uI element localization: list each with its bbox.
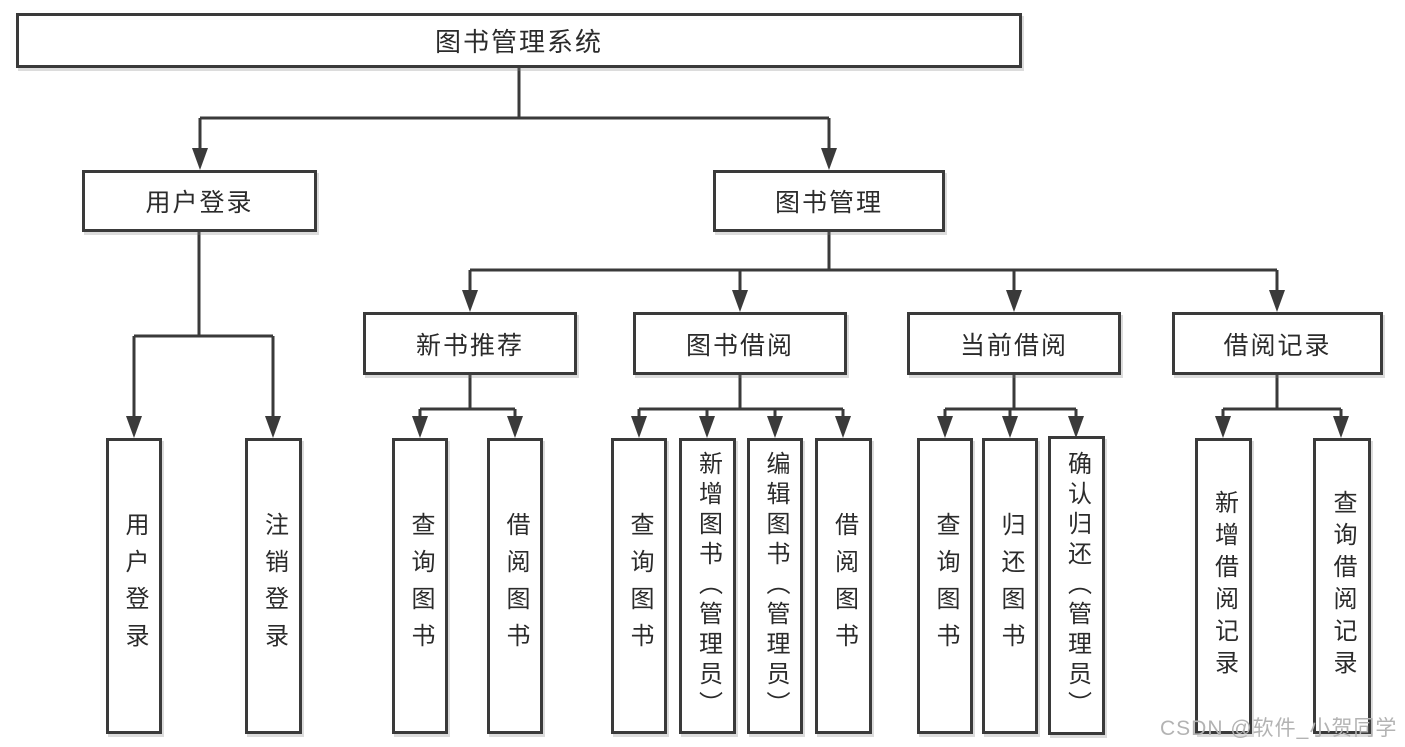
node-library-system: 图书管理系统 — [16, 13, 1022, 68]
leaf-add-borrow-record: 新增借阅记录 — [1195, 438, 1252, 734]
leaf-query-borrow-record: 查询借阅记录 — [1313, 438, 1371, 734]
leaf-user-login: 用户登录 — [106, 438, 162, 734]
node-book-borrowing: 图书借阅 — [633, 312, 847, 375]
leaf-edit-book-admin: 编辑图书（管理员） — [747, 438, 803, 734]
node-borrowing-records: 借阅记录 — [1172, 312, 1383, 375]
node-current-borrowing: 当前借阅 — [907, 312, 1121, 375]
leaf-add-book-admin: 新增图书（管理员） — [679, 438, 736, 734]
leaf-confirm-return-admin: 确认归还（管理员） — [1048, 436, 1105, 735]
leaf-borrow-book-recommend: 借阅图书 — [487, 438, 543, 734]
leaf-query-book-current: 查询图书 — [917, 438, 973, 734]
watermark-text: CSDN @软件_小贺同学 — [1160, 717, 1398, 740]
node-book-management: 图书管理 — [713, 170, 945, 232]
node-user-login: 用户登录 — [82, 170, 317, 232]
leaf-query-book-recommend: 查询图书 — [392, 438, 448, 734]
leaf-logout-login: 注销登录 — [245, 438, 302, 734]
leaf-return-book: 归还图书 — [982, 438, 1038, 734]
leaf-query-book-borrowing: 查询图书 — [611, 438, 667, 734]
node-new-book-recommend: 新书推荐 — [363, 312, 577, 375]
leaf-borrow-book-borrowing: 借阅图书 — [815, 438, 872, 734]
